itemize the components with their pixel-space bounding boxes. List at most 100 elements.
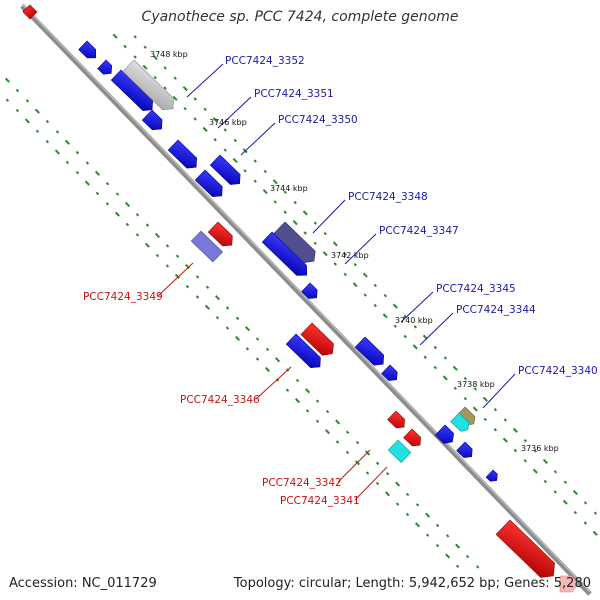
gene-arrow-red[interactable]	[207, 221, 236, 250]
gene-arrow-blue[interactable]	[434, 424, 457, 447]
connector-line	[255, 366, 292, 400]
gene-arrow-red[interactable]	[495, 519, 560, 583]
gene-PCC7424_3346[interactable]	[285, 333, 324, 372]
tick-mark	[165, 264, 170, 268]
gene-PCC7424_3341[interactable]	[387, 439, 412, 463]
gene-arrow-blue[interactable]	[301, 282, 321, 302]
tick-mark	[25, 99, 30, 103]
gene-label[interactable]: PCC7424_3342	[262, 477, 342, 489]
gene-label[interactable]: PCC7424_3345	[436, 283, 516, 295]
gene-arrow-red[interactable]	[559, 575, 579, 593]
tick-mark	[45, 140, 50, 144]
tick-mark	[502, 437, 508, 443]
tick-mark	[325, 409, 330, 414]
tick-mark	[272, 179, 278, 185]
tick-mark	[152, 55, 158, 61]
gene-arrow-blue[interactable]	[78, 40, 100, 62]
tick-mark	[385, 471, 390, 476]
tick-mark	[592, 530, 598, 536]
gene-arrow-blue[interactable]	[381, 364, 401, 384]
tick-mark	[143, 45, 147, 49]
tick-mark	[214, 295, 221, 301]
tick-mark	[195, 275, 200, 279]
tick-mark	[332, 241, 338, 247]
tick-mark	[64, 139, 71, 145]
tick-mark	[165, 244, 170, 248]
gene-label[interactable]: PCC7424_3346	[180, 394, 260, 406]
gene-label[interactable]: PCC7424_3340	[518, 365, 598, 377]
tick-mark	[553, 470, 558, 474]
gene-label[interactable]: PCC7424_3347	[379, 225, 459, 237]
tick-mark	[173, 76, 177, 80]
gene-label[interactable]: PCC7424_3341	[280, 495, 360, 507]
tick-mark	[523, 459, 528, 463]
tick-mark	[442, 375, 448, 381]
gene-PCC7424_3342[interactable]	[387, 410, 409, 431]
connector-line	[337, 449, 371, 483]
tick-mark	[543, 479, 548, 484]
tick-mark	[433, 345, 438, 350]
kbp-label: 3742 kbp	[331, 251, 369, 260]
gene-label[interactable]: PCC7424_3351	[254, 88, 334, 100]
tick-mark	[212, 117, 218, 123]
gene-arrow-cyan[interactable]	[450, 412, 472, 434]
gene-arrow-blue[interactable]	[97, 59, 116, 78]
tick-mark	[305, 388, 311, 394]
gene-arrow-blue[interactable]	[194, 169, 226, 201]
tick-mark	[445, 534, 450, 538]
tick-mark	[423, 355, 427, 359]
tick-mark	[283, 210, 287, 214]
gene-label[interactable]: PCC7424_3350	[278, 114, 358, 126]
gene-label[interactable]: PCC7424_3348	[348, 191, 428, 203]
page-title: Cyanothece sp. PCC 7424, complete genome	[141, 9, 459, 25]
gene-PCC7424_3349[interactable]	[190, 230, 224, 263]
gene-arrow-blue[interactable]	[167, 139, 201, 172]
tick-mark	[365, 471, 370, 475]
gene-arrow-blue[interactable]	[456, 441, 476, 461]
tick-mark	[163, 66, 167, 70]
tick-mark	[324, 429, 331, 435]
tick-mark	[35, 129, 40, 133]
tick-mark	[375, 461, 380, 466]
tick-mark	[225, 326, 230, 330]
connector-line	[354, 466, 388, 501]
tick-mark	[343, 272, 347, 277]
tick-mark	[472, 406, 478, 412]
tick-mark	[202, 126, 208, 132]
tick-mark	[85, 161, 90, 165]
tick-mark	[393, 324, 397, 328]
tick-mark	[273, 200, 277, 204]
gene-label[interactable]: PCC7424_3344	[456, 304, 536, 316]
tick-mark	[235, 316, 240, 321]
tick-mark	[142, 64, 148, 70]
tick-mark	[185, 284, 190, 289]
tick-mark	[445, 553, 451, 559]
tick-mark	[114, 211, 120, 217]
gene-PCC7424_3345[interactable]	[354, 336, 388, 369]
tick-mark	[302, 210, 308, 216]
tick-mark	[195, 295, 200, 299]
tick-mark	[292, 220, 298, 226]
connector-line	[240, 122, 276, 156]
gene-arrow-blue[interactable]	[485, 469, 500, 484]
accession-text: Accession: NC_011729	[9, 576, 157, 591]
gene-arrow-red[interactable]	[300, 322, 338, 360]
gene-PCC7424_3348[interactable]	[273, 221, 320, 267]
gene-arrow-red[interactable]	[22, 4, 38, 20]
tick-mark	[435, 523, 440, 528]
tick-mark	[513, 448, 518, 453]
gene-label[interactable]: PCC7424_3349	[83, 291, 163, 303]
tick-mark	[315, 399, 320, 403]
kbp-label: 3744 kbp	[270, 184, 308, 193]
tick-mark	[375, 481, 380, 486]
gene-label[interactable]: PCC7424_3352	[225, 55, 305, 67]
gene-PCC7424_3350[interactable]	[209, 154, 244, 189]
gene-PCC7424_3352[interactable]	[122, 59, 179, 115]
connector-line	[312, 199, 346, 234]
tick-mark	[583, 501, 588, 505]
gene-arrow-red[interactable]	[403, 428, 425, 449]
gene-arrow-blue[interactable]	[141, 109, 166, 134]
tick-mark	[425, 512, 431, 518]
tick-mark	[154, 232, 161, 239]
